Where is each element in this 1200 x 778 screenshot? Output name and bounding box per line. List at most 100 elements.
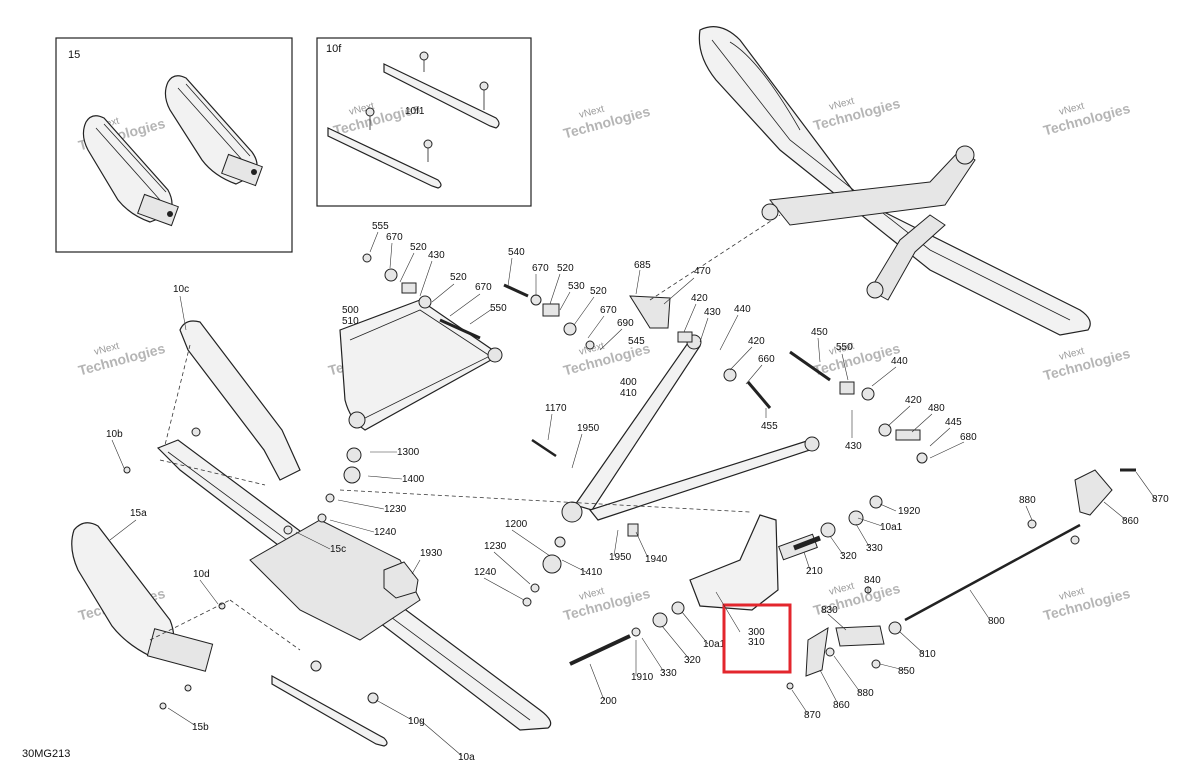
washer [418,295,432,309]
part-label-520: 520 [410,242,427,253]
nut [479,81,489,91]
nut [367,692,379,704]
watermark-text: Technologies [561,585,652,624]
stabilizer-bracket [835,625,885,647]
part-label-10a1: 10a1 [880,522,903,533]
part-label-440: 440 [734,304,751,315]
nut [825,647,835,657]
part-label-1240: 1240 [374,527,397,538]
part-label-440: 440 [891,356,908,367]
bushing [677,331,693,343]
ski-guard-ribs [95,123,167,201]
leader-line [109,295,421,605]
part-label-500: 500 [342,305,359,316]
arm-edge [349,309,491,419]
highlight-label-310: 310 [748,637,765,648]
watermark-text: Technologies [1041,100,1132,139]
inset-sub-label: 10f1 [405,106,425,117]
part-label-685: 685 [634,260,651,271]
washer [723,368,737,382]
part-label-1230: 1230 [484,541,507,552]
lower-a-arm [869,214,946,301]
part-label-1950: 1950 [609,552,632,563]
part-label-550: 550 [836,342,853,353]
nut [585,340,595,350]
nut [916,452,928,464]
watermark-text: Technologies [1041,585,1132,624]
nut [1070,535,1080,545]
nut [362,253,372,263]
carbide-runner [271,674,388,747]
boot [554,536,566,548]
part-label-670: 670 [600,305,617,316]
part-label-430: 430 [704,307,721,318]
cap [869,495,883,509]
part-label-1950: 1950 [577,423,600,434]
upper-a-arm [769,149,976,226]
washer [530,294,542,306]
part-label-1300: 1300 [397,447,420,458]
leader-line [715,591,741,633]
leader-line [507,257,623,351]
part-label-680: 680 [960,432,977,443]
assembly-line [649,214,781,301]
bushing [542,303,560,317]
part-label-520: 520 [557,263,574,274]
inset-label: 15 [68,49,80,61]
nut [871,659,881,669]
watermark-text: Technologies [811,95,902,134]
part-label-320: 320 [684,655,701,666]
assembly-line [229,599,301,651]
part-label-450: 450 [811,327,828,338]
part-label-690: 690 [617,318,634,329]
highlight-callout[interactable]: 300 310 [715,591,792,674]
part-label-430: 430 [428,250,445,261]
nut [1027,519,1037,529]
diagram-code: 30MG213 [22,748,70,760]
part-label-330: 330 [660,668,677,679]
part-label-510: 510 [342,316,359,327]
part-label-1170: 1170 [545,403,567,414]
part-label-550: 550 [490,303,507,314]
inset-frame [55,37,293,253]
washer [861,387,875,401]
guard-plate [221,153,263,187]
nut [317,513,327,523]
bolt [123,466,131,474]
part-label-15c: 15c [330,544,346,555]
bolt [251,169,257,175]
leader-line [817,337,965,459]
washer [530,583,540,593]
part-label-320: 320 [840,551,857,562]
nut [191,427,201,437]
inset-left: 15 [55,37,293,253]
cap [671,601,685,615]
guard-plate [137,193,179,227]
part-label-870: 870 [1152,494,1169,505]
part-label-10b: 10b [106,429,123,440]
guard-plate [146,628,214,672]
highlight-box[interactable] [722,603,792,674]
watermark-text: Technologies [1041,345,1132,384]
bolt [159,702,167,710]
part-label-1920: 1920 [898,506,921,517]
washer [384,268,398,282]
stabilizer-link [805,627,829,677]
highlight-label-300: 300 [748,627,765,638]
part-label-210: 210 [806,566,823,577]
part-label-1240: 1240 [474,567,497,578]
assembled-ski-view [698,26,1091,336]
part-label-880: 880 [1019,495,1036,506]
watermark-text: Technologies [561,103,652,142]
bolt [184,684,192,692]
washer [848,510,864,526]
part-label-520: 520 [450,272,467,283]
leader-line [635,269,767,418]
part-label-860: 860 [1122,516,1139,527]
part-label-455: 455 [761,421,778,432]
part-labels: 555 670 520 430 520 670 550 540 670 520 … [106,221,1169,763]
boot [346,447,362,463]
part-label-430: 430 [845,441,862,452]
part-label-870: 870 [804,710,821,721]
inset-label: 10f [326,43,342,55]
